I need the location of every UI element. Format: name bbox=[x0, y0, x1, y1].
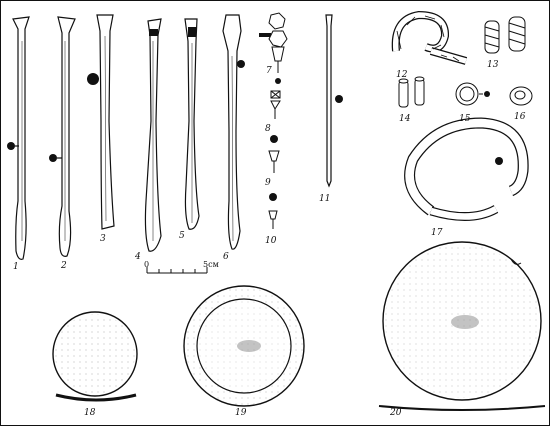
label-17: 17 bbox=[431, 228, 443, 238]
label-8: 8 bbox=[265, 124, 271, 134]
pin-6 bbox=[222, 14, 245, 250]
ring-15 bbox=[455, 82, 490, 106]
pin-5 bbox=[184, 18, 200, 230]
pin-heads-7-10 bbox=[259, 12, 288, 229]
label-14: 14 bbox=[399, 114, 411, 124]
scale-bar bbox=[146, 267, 208, 274]
label-1: 1 bbox=[13, 262, 19, 272]
twisted-ring-12 bbox=[391, 10, 468, 65]
label-13: 13 bbox=[487, 60, 499, 70]
mirror-20 bbox=[378, 241, 546, 411]
label-6: 6 bbox=[223, 252, 229, 262]
pin-4 bbox=[144, 18, 162, 252]
label-4: 4 bbox=[134, 252, 141, 262]
pin-1 bbox=[7, 16, 30, 260]
label-16: 16 bbox=[514, 112, 526, 122]
spiral-beads-13 bbox=[484, 16, 526, 54]
mirror-18 bbox=[52, 311, 138, 402]
rod-11 bbox=[325, 14, 343, 188]
label-2: 2 bbox=[60, 261, 67, 271]
label-7: 7 bbox=[266, 66, 272, 76]
label-19: 19 bbox=[235, 408, 247, 418]
label-3: 3 bbox=[100, 234, 106, 244]
pin-3 bbox=[87, 14, 115, 230]
label-10: 10 bbox=[265, 236, 277, 246]
label-11: 11 bbox=[319, 194, 330, 204]
mirror-19 bbox=[183, 285, 305, 407]
label-12: 12 bbox=[396, 70, 408, 80]
pin-2 bbox=[49, 16, 76, 257]
label-5: 5 bbox=[179, 231, 185, 241]
bracelet-17 bbox=[404, 117, 529, 222]
label-18: 18 bbox=[84, 408, 96, 418]
label-20: 20 bbox=[389, 408, 402, 418]
label-9: 9 bbox=[265, 178, 271, 188]
scale-zero: 0 bbox=[144, 260, 149, 269]
label-15: 15 bbox=[459, 114, 471, 124]
ring-16 bbox=[509, 86, 533, 106]
scale-five: 5см bbox=[203, 260, 219, 269]
tube-beads-14 bbox=[398, 76, 425, 108]
